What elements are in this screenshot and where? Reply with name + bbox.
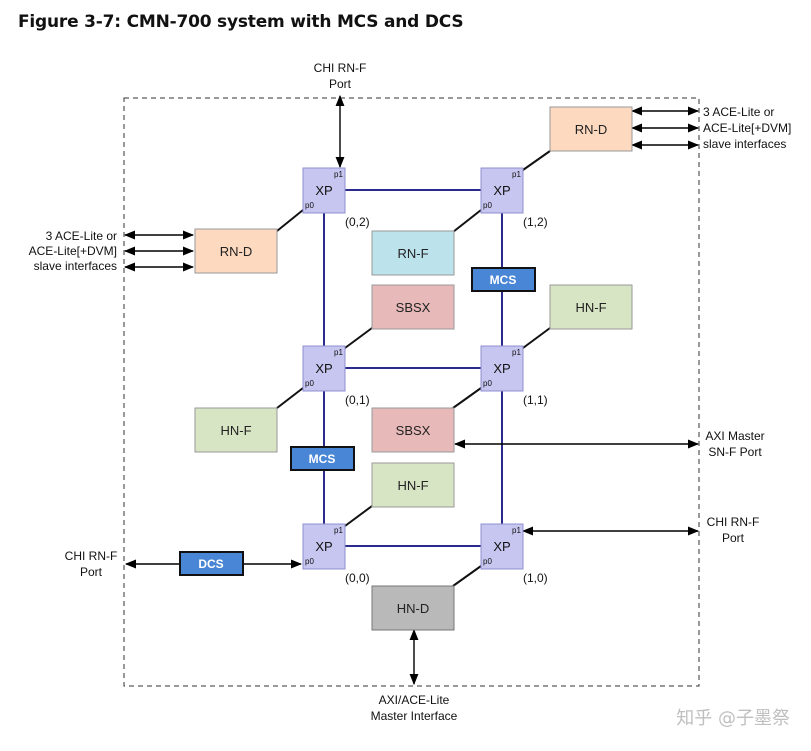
tag-dcs: DCS: [179, 551, 244, 576]
node-rnf: RN-F: [371, 230, 455, 276]
system-boundary: [123, 97, 700, 687]
node-label: RN-D: [220, 244, 253, 259]
svg-text:slave interfaces: slave interfaces: [703, 137, 786, 151]
node-label: SBSX: [396, 300, 431, 315]
xp-0-2: p1 XP p0 (0,2): [302, 167, 370, 229]
xp-port-p0: p0: [483, 201, 492, 210]
node-label: HN-D: [397, 601, 430, 616]
node-rnd-left: RN-D: [194, 228, 278, 274]
node-hnf-right: HN-F: [549, 284, 633, 330]
node-label: HN-F: [575, 300, 606, 315]
svg-text:SN-F Port: SN-F Port: [708, 445, 762, 459]
xp-label: XP: [493, 183, 510, 198]
xp-0-0: p1 XP p0 (0,0): [302, 523, 370, 585]
mesh-links: [323, 189, 503, 547]
xp-port-p1: p1: [334, 526, 343, 535]
xp-label: XP: [315, 539, 332, 554]
connector-hnf-right: [522, 327, 551, 349]
node-hnf-bottom: HN-F: [371, 462, 455, 508]
xp-label: XP: [493, 539, 510, 554]
svg-text:3 ACE-Lite or: 3 ACE-Lite or: [703, 105, 774, 119]
node-label: HN-F: [397, 478, 428, 493]
svg-text:ACE-Lite[+DVM]: ACE-Lite[+DVM]: [29, 244, 117, 258]
svg-text:AXI/ACE-Lite: AXI/ACE-Lite: [379, 693, 450, 707]
label-ace-right: 3 ACE-Lite or ACE-Lite[+DVM] slave inter…: [703, 105, 791, 151]
node-sbsx-top: SBSX: [371, 284, 455, 330]
xp-port-p1: p1: [334, 348, 343, 357]
xp-port-p1: p1: [512, 170, 521, 179]
xp-port-p1: p1: [334, 170, 343, 179]
xp-label: XP: [493, 361, 510, 376]
xp-coordinate: (0,2): [345, 215, 370, 229]
connector-hnd: [452, 565, 482, 587]
svg-text:Port: Port: [329, 77, 352, 91]
figure-title: Figure 3-7: CMN-700 system with MCS and …: [18, 12, 464, 32]
connector-sbsx-mid: [452, 387, 482, 409]
xp-1-2: p1 XP p0 (1,2): [480, 167, 548, 229]
xp-port-p1: p1: [512, 526, 521, 535]
label-chi-left: CHI RN-F Port: [65, 549, 118, 579]
xp-port-p0: p0: [305, 201, 314, 210]
xp-coordinate: (1,1): [523, 393, 548, 407]
xp-coordinate: (1,0): [523, 571, 548, 585]
xp-0-1: p1 XP p0 (0,1): [302, 345, 370, 407]
xp-coordinate: (0,0): [345, 571, 370, 585]
label-chi-right: CHI RN-F Port: [707, 515, 760, 545]
xp-port-p0: p0: [305, 379, 314, 388]
xp-label: XP: [315, 183, 332, 198]
label-axi-master: AXI Master SN-F Port: [705, 429, 764, 459]
svg-text:ACE-Lite[+DVM]: ACE-Lite[+DVM]: [703, 121, 791, 135]
xp-label: XP: [315, 361, 332, 376]
svg-text:CHI RN-F: CHI RN-F: [314, 61, 367, 75]
connector-rnf: [452, 209, 482, 233]
xp-port-p1: p1: [512, 348, 521, 357]
node-label: SBSX: [396, 423, 431, 438]
connector-rnd-left: [276, 209, 304, 232]
xp-port-p0: p0: [483, 379, 492, 388]
svg-text:slave interfaces: slave interfaces: [34, 259, 117, 273]
xp-coordinate: (0,1): [345, 393, 370, 407]
xp-1-0: p1 XP p0 (1,0): [480, 523, 548, 585]
svg-text:CHI RN-F: CHI RN-F: [707, 515, 760, 529]
node-sbsx-mid: SBSX: [371, 407, 455, 453]
svg-text:AXI Master: AXI Master: [705, 429, 764, 443]
xp-coordinate: (1,2): [523, 215, 548, 229]
label-axi-ace-bottom: AXI/ACE-Lite Master Interface: [371, 693, 458, 723]
xp-port-p0: p0: [305, 557, 314, 566]
connector-hnf-bottom: [344, 505, 373, 527]
node-label: RN-F: [397, 246, 428, 261]
tag-label: MCS: [309, 452, 336, 466]
external-arrows: [123, 94, 700, 686]
xp-port-p0: p0: [483, 557, 492, 566]
node-label: RN-D: [575, 122, 608, 137]
node-label: HN-F: [220, 423, 251, 438]
watermark: 知乎 @子墨祭: [676, 708, 790, 729]
svg-text:Master Interface: Master Interface: [371, 709, 458, 723]
tag-label: DCS: [198, 557, 223, 571]
tag-mcs-left: MCS: [290, 446, 355, 471]
label-ace-left: 3 ACE-Lite or ACE-Lite[+DVM] slave inter…: [29, 229, 117, 273]
connector-rnd-top: [522, 150, 551, 171]
label-chi-top: CHI RN-F Port: [314, 61, 367, 91]
node-connectors: [276, 150, 551, 587]
connector-sbsx-top: [344, 327, 373, 349]
svg-text:Port: Port: [722, 531, 745, 545]
svg-text:Port: Port: [80, 565, 103, 579]
node-rnd-top: RN-D: [549, 106, 633, 152]
svg-text:3 ACE-Lite or: 3 ACE-Lite or: [46, 229, 117, 243]
node-hnd: HN-D: [371, 585, 455, 631]
node-hnf-left: HN-F: [194, 407, 278, 453]
svg-text:CHI RN-F: CHI RN-F: [65, 549, 118, 563]
xp-1-1: p1 XP p0 (1,1): [480, 345, 548, 407]
connector-hnf-left: [276, 387, 304, 409]
tag-label: MCS: [490, 273, 517, 287]
tag-mcs-right: MCS: [471, 267, 536, 292]
